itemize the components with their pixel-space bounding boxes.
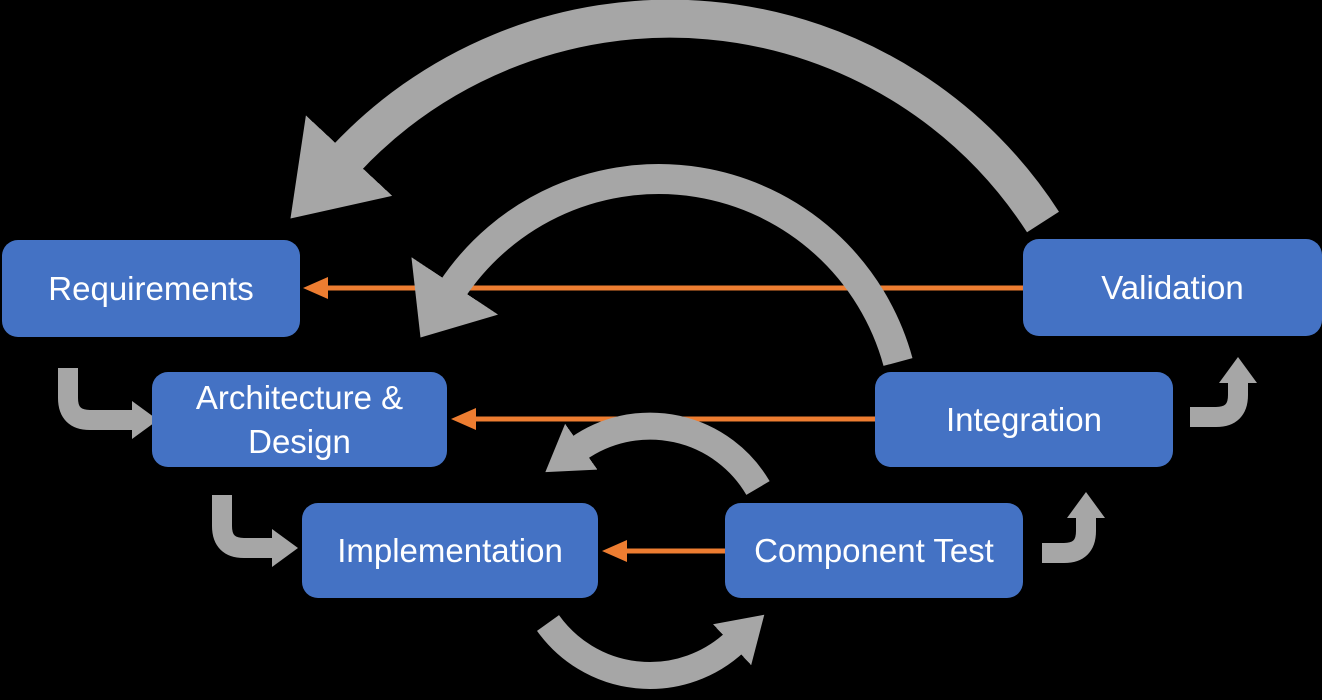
flow-elbow-component-test-to-integration (1042, 492, 1105, 563)
flow-elbow-integration-to-validation (1190, 357, 1257, 427)
node-implementation: Implementation (302, 503, 598, 598)
flow-elbow-architecture-to-implementation (212, 495, 298, 567)
iteration-loop-bottom-arc (537, 614, 765, 689)
node-integration-label: Integration (946, 400, 1102, 438)
node-requirements-label: Requirements (48, 269, 254, 307)
feedback-arc-validation-to-requirements (290, 0, 1059, 233)
node-requirements: Requirements (2, 240, 300, 337)
node-implementation-label: Implementation (337, 531, 563, 569)
node-architecture-design: Architecture & Design (152, 372, 447, 467)
node-architecture-design-label: Architecture & Design (195, 378, 404, 460)
feedback-arc-integration-to-architecture (411, 164, 913, 366)
node-validation-label: Validation (1101, 268, 1244, 306)
flow-elbow-requirements-to-architecture (58, 368, 158, 439)
node-validation: Validation (1023, 239, 1322, 336)
node-integration: Integration (875, 372, 1173, 467)
iteration-loop-top-arc (545, 412, 770, 496)
node-component-test: Component Test (725, 503, 1023, 598)
node-component-test-label: Component Test (754, 531, 994, 569)
